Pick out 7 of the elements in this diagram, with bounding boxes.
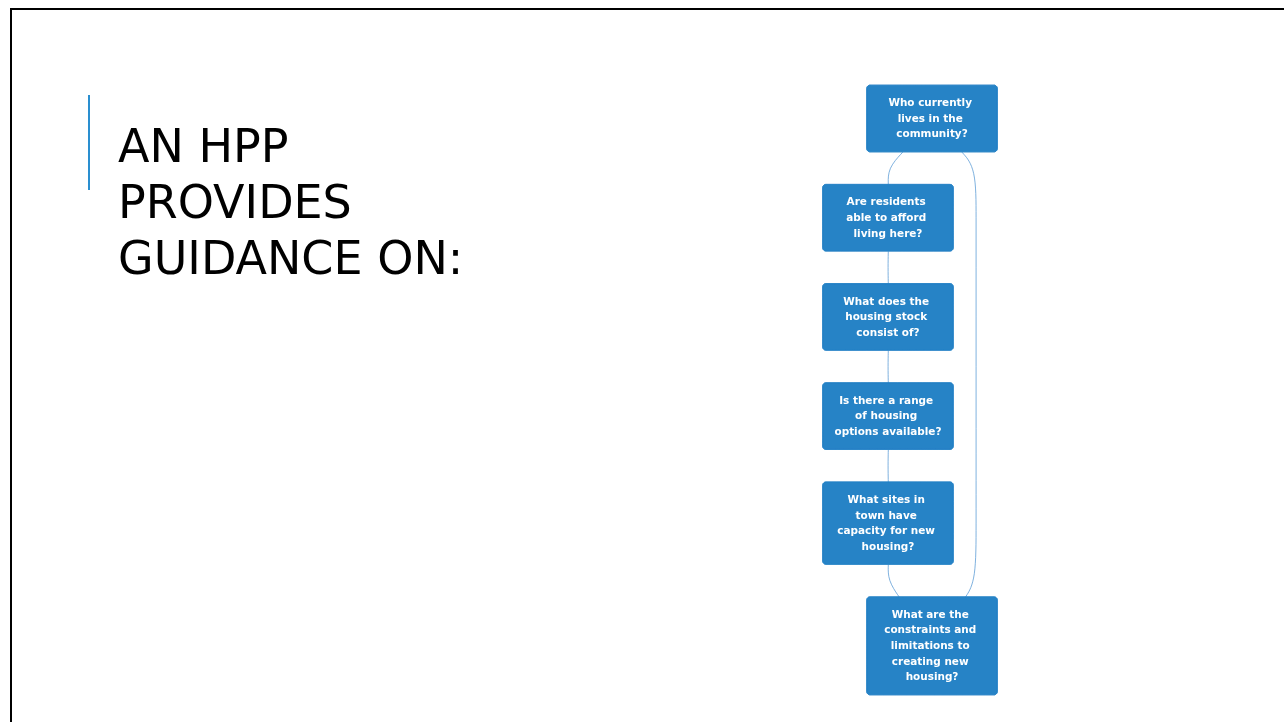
slide-title: AN HPP PROVIDES GUIDANCE ON: [118, 118, 465, 286]
connector [887, 449, 889, 483]
connector [887, 151, 904, 186]
connector [887, 250, 889, 285]
connector [887, 350, 889, 384]
connector [887, 564, 900, 598]
connector [961, 151, 977, 598]
